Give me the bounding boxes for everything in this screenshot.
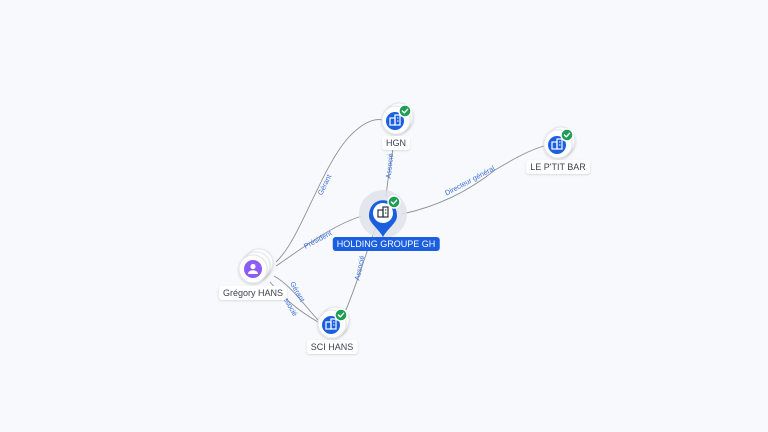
- verified-check-icon: [387, 195, 401, 209]
- node-label: Grégory HANS: [218, 286, 288, 300]
- node-hgn[interactable]: [381, 102, 414, 135]
- edge-label: Gérant: [316, 173, 334, 197]
- edge-label: Président: [302, 228, 333, 250]
- node-holding[interactable]: [359, 190, 407, 238]
- verified-check-icon: [334, 308, 348, 322]
- building-icon: [377, 206, 389, 218]
- edge-label: Associé: [352, 255, 366, 281]
- node-ptitbar[interactable]: [543, 126, 576, 159]
- person-icon: [248, 263, 258, 274]
- edge-label: Directeur général: [443, 163, 496, 197]
- node-label: SCI HANS: [306, 340, 358, 354]
- edge-label: Associé: [384, 153, 396, 179]
- node-scihans[interactable]: [317, 306, 350, 339]
- node-label: LE P'TIT BAR: [526, 160, 590, 174]
- building-icon: [551, 138, 563, 150]
- verified-check-icon: [398, 104, 412, 118]
- building-icon: [325, 318, 337, 330]
- node-gregory[interactable]: [238, 248, 274, 284]
- node-label: HGN: [382, 136, 410, 150]
- edge-holding-ptitbar: Directeur général: [401, 145, 545, 215]
- building-icon: [389, 114, 401, 126]
- verified-check-icon: [560, 128, 574, 142]
- node-label: HOLDING GROUPE GH: [332, 237, 440, 251]
